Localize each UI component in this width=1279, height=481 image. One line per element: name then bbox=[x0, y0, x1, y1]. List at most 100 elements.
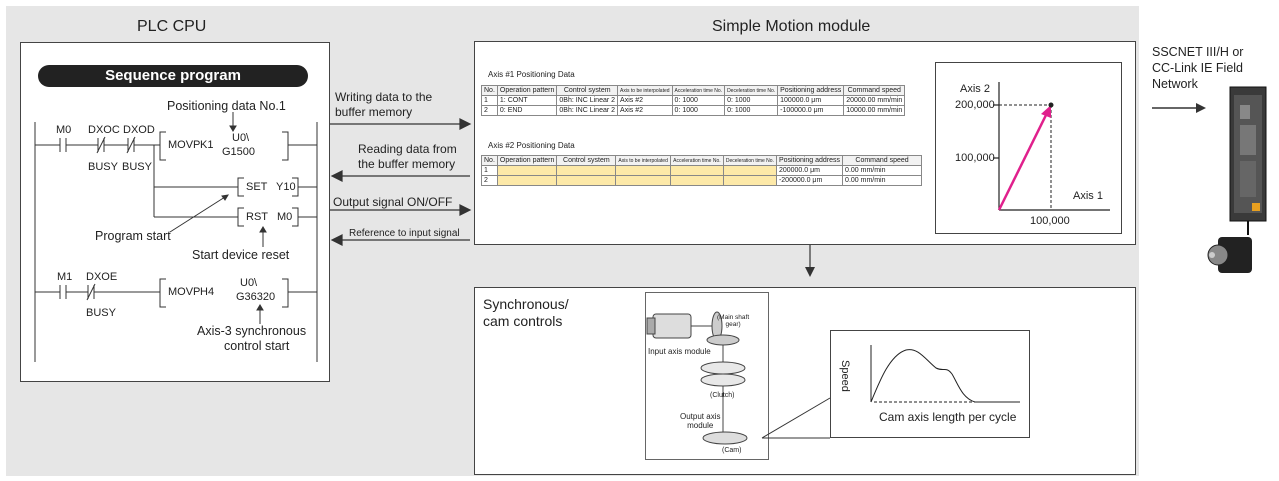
table-row: 1 200000.0 μm 0.00 mm/min bbox=[481, 165, 923, 176]
contact-dxoe: DXOE bbox=[86, 271, 118, 283]
col-header: Positioning address bbox=[775, 155, 844, 166]
simple-motion-title: Simple Motion module bbox=[712, 18, 871, 35]
network-label-2: CC-Link IE Field bbox=[1152, 61, 1243, 75]
axis1-table-title: Axis #1 Positioning Data bbox=[488, 70, 575, 79]
busy-label-3: BUSY bbox=[86, 307, 116, 319]
clutch-lower-icon bbox=[700, 373, 746, 387]
input-axis-label: Input axis module bbox=[648, 347, 711, 356]
positioning-data-label: Positioning data No.1 bbox=[167, 99, 286, 113]
col-header: Deceleration time No. bbox=[724, 85, 779, 96]
table-cell: 0: 1000 bbox=[671, 105, 726, 116]
table-cell: 0.00 mm/min bbox=[842, 165, 923, 176]
x-tick: 100,000 bbox=[1030, 215, 1070, 227]
network-label-3: Network bbox=[1152, 77, 1198, 91]
table-cell bbox=[722, 175, 777, 186]
write-label-1: Writing data to the bbox=[335, 90, 433, 104]
table-cell: -200000.0 μm bbox=[775, 175, 844, 186]
set-instruction: SET bbox=[246, 181, 268, 193]
table-cell: 2 bbox=[481, 175, 498, 186]
output-axis-label-1: Output axis bbox=[680, 412, 721, 421]
axis1-positioning-table: No. Operation pattern Control system Axi… bbox=[481, 85, 906, 116]
plc-cpu-box bbox=[20, 42, 330, 382]
network-arrow bbox=[1152, 103, 1206, 113]
network-label-1: SSCNET III/H or bbox=[1152, 45, 1244, 59]
k1-operand: K1 bbox=[200, 139, 214, 151]
data-flow-arrows bbox=[330, 118, 472, 246]
h4-operand: H4 bbox=[200, 286, 215, 298]
table-cell bbox=[615, 175, 671, 186]
col-header: Positioning address bbox=[777, 85, 845, 96]
u0-device-2: U0\ bbox=[240, 277, 258, 289]
clutch-label: (Clutch) bbox=[710, 392, 735, 399]
contact-dxoc: DXOC bbox=[88, 124, 120, 136]
table-row: 1 1: CONT 0Bh: INC Linear 2 Axis #2 0: 1… bbox=[481, 95, 906, 106]
table-cell bbox=[669, 165, 724, 176]
table-row: 2 -200000.0 μm 0.00 mm/min bbox=[481, 175, 923, 186]
servo-motor-icon bbox=[652, 313, 692, 339]
table-cell bbox=[496, 165, 558, 176]
movp-instruction-1: MOVP bbox=[168, 139, 201, 151]
read-label-1: Reading data from bbox=[358, 142, 457, 156]
movp-instruction-2: MOVP bbox=[168, 286, 201, 298]
table-cell bbox=[496, 175, 558, 186]
read-label-2: the buffer memory bbox=[358, 157, 456, 171]
col-header: Deceleration time No. bbox=[722, 155, 777, 166]
output-signal-label: Output signal ON/OFF bbox=[333, 195, 453, 209]
write-label-2: buffer memory bbox=[335, 105, 413, 119]
busy-label-2: BUSY bbox=[122, 161, 152, 173]
table-cell: 0: 1000 bbox=[671, 95, 726, 106]
col-header: Axis to be interpolated bbox=[615, 155, 671, 166]
network-label: SSCNET III/H or CC-Link IE Field Network bbox=[1152, 44, 1243, 92]
clutch-upper-icon bbox=[700, 361, 746, 375]
table-cell: 1: CONT bbox=[496, 95, 558, 106]
axis2-positioning-table: No. Operation pattern Control system Axi… bbox=[481, 155, 923, 186]
col-header: Control system bbox=[556, 85, 619, 96]
col-header: Control system bbox=[556, 155, 617, 166]
reference-label: Reference to input signal bbox=[349, 228, 460, 239]
table-cell: 0.00 mm/min bbox=[842, 175, 923, 186]
interpolation-path bbox=[997, 110, 1050, 211]
contact-m0: M0 bbox=[56, 124, 72, 136]
table-cell: 0Bh: INC Linear 2 bbox=[556, 95, 619, 106]
axis3-sync-label-1: Axis-3 synchronous bbox=[197, 324, 307, 338]
table-cell: 0Bh: INC Linear 2 bbox=[556, 105, 619, 116]
col-header: No. bbox=[481, 155, 498, 166]
col-header: Operation pattern bbox=[496, 85, 558, 96]
cam-axis-label: Cam axis length per cycle bbox=[879, 410, 1017, 424]
y10-output: Y10 bbox=[276, 181, 296, 193]
output-axis-label: Output axis module bbox=[680, 412, 720, 430]
servo-motor-icon bbox=[1218, 237, 1252, 273]
u0-device-1: U0\ bbox=[232, 132, 250, 144]
col-header: Command speed bbox=[843, 85, 906, 96]
table-row: 2 0: END 0Bh: INC Linear 2 Axis #2 0: 10… bbox=[481, 105, 906, 116]
interpolation-arrowhead bbox=[1041, 105, 1051, 118]
g36320-device: G36320 bbox=[236, 291, 276, 303]
table-cell: 10000.00 mm/min bbox=[843, 105, 906, 116]
target-point bbox=[1048, 102, 1054, 108]
col-header: No. bbox=[481, 85, 498, 96]
col-header: Operation pattern bbox=[496, 155, 558, 166]
axis3-sync-label-2: control start bbox=[224, 339, 290, 353]
main-shaft-label-1: (Main shaft bbox=[717, 314, 750, 321]
y-tick-mid: 100,000 bbox=[955, 152, 995, 164]
output-axis-label-2: module bbox=[687, 421, 714, 430]
table-cell: 100000.0 μm bbox=[777, 95, 845, 106]
table-cell bbox=[722, 165, 777, 176]
table-cell: 0: 1000 bbox=[724, 95, 779, 106]
cam-profile-box bbox=[830, 330, 1030, 438]
table-cell: Axis #2 bbox=[617, 95, 673, 106]
table-cell: 20000.00 mm/min bbox=[843, 95, 906, 106]
table-cell: -100000.0 μm bbox=[777, 105, 845, 116]
col-header: Acceleration time No. bbox=[671, 85, 726, 96]
table-cell: 1 bbox=[481, 95, 498, 106]
x-axis-label: Axis 1 bbox=[1073, 190, 1103, 202]
table-cell bbox=[556, 165, 617, 176]
table-cell bbox=[615, 165, 671, 176]
start-device-reset-label: Start device reset bbox=[192, 248, 290, 262]
servo-amplifier-drawing bbox=[1207, 86, 1267, 273]
table-cell bbox=[556, 175, 617, 186]
speed-label: Speed bbox=[839, 360, 851, 392]
rst-instruction: RST bbox=[246, 211, 268, 223]
y-tick-top: 200,000 bbox=[955, 99, 995, 111]
table-header-row: No. Operation pattern Control system Axi… bbox=[481, 85, 906, 96]
